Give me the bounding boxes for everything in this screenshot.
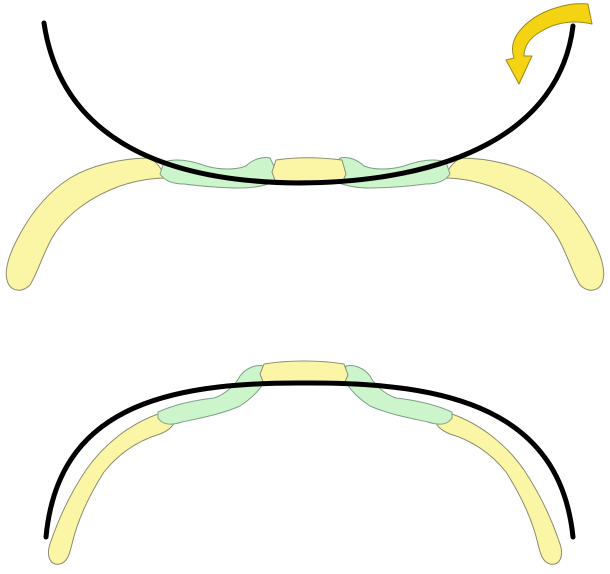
sternum-top — [272, 158, 346, 183]
rib-left-bottom — [48, 414, 174, 564]
bar-bottom — [46, 383, 573, 537]
panel-before — [6, 4, 604, 290]
panel-after — [46, 361, 573, 564]
rib-right-top — [444, 158, 604, 290]
rotation-arrow-icon — [506, 4, 592, 84]
rib-right-bottom — [436, 414, 562, 564]
cartilage-right-top — [334, 157, 450, 188]
rib-left-top — [6, 158, 166, 290]
